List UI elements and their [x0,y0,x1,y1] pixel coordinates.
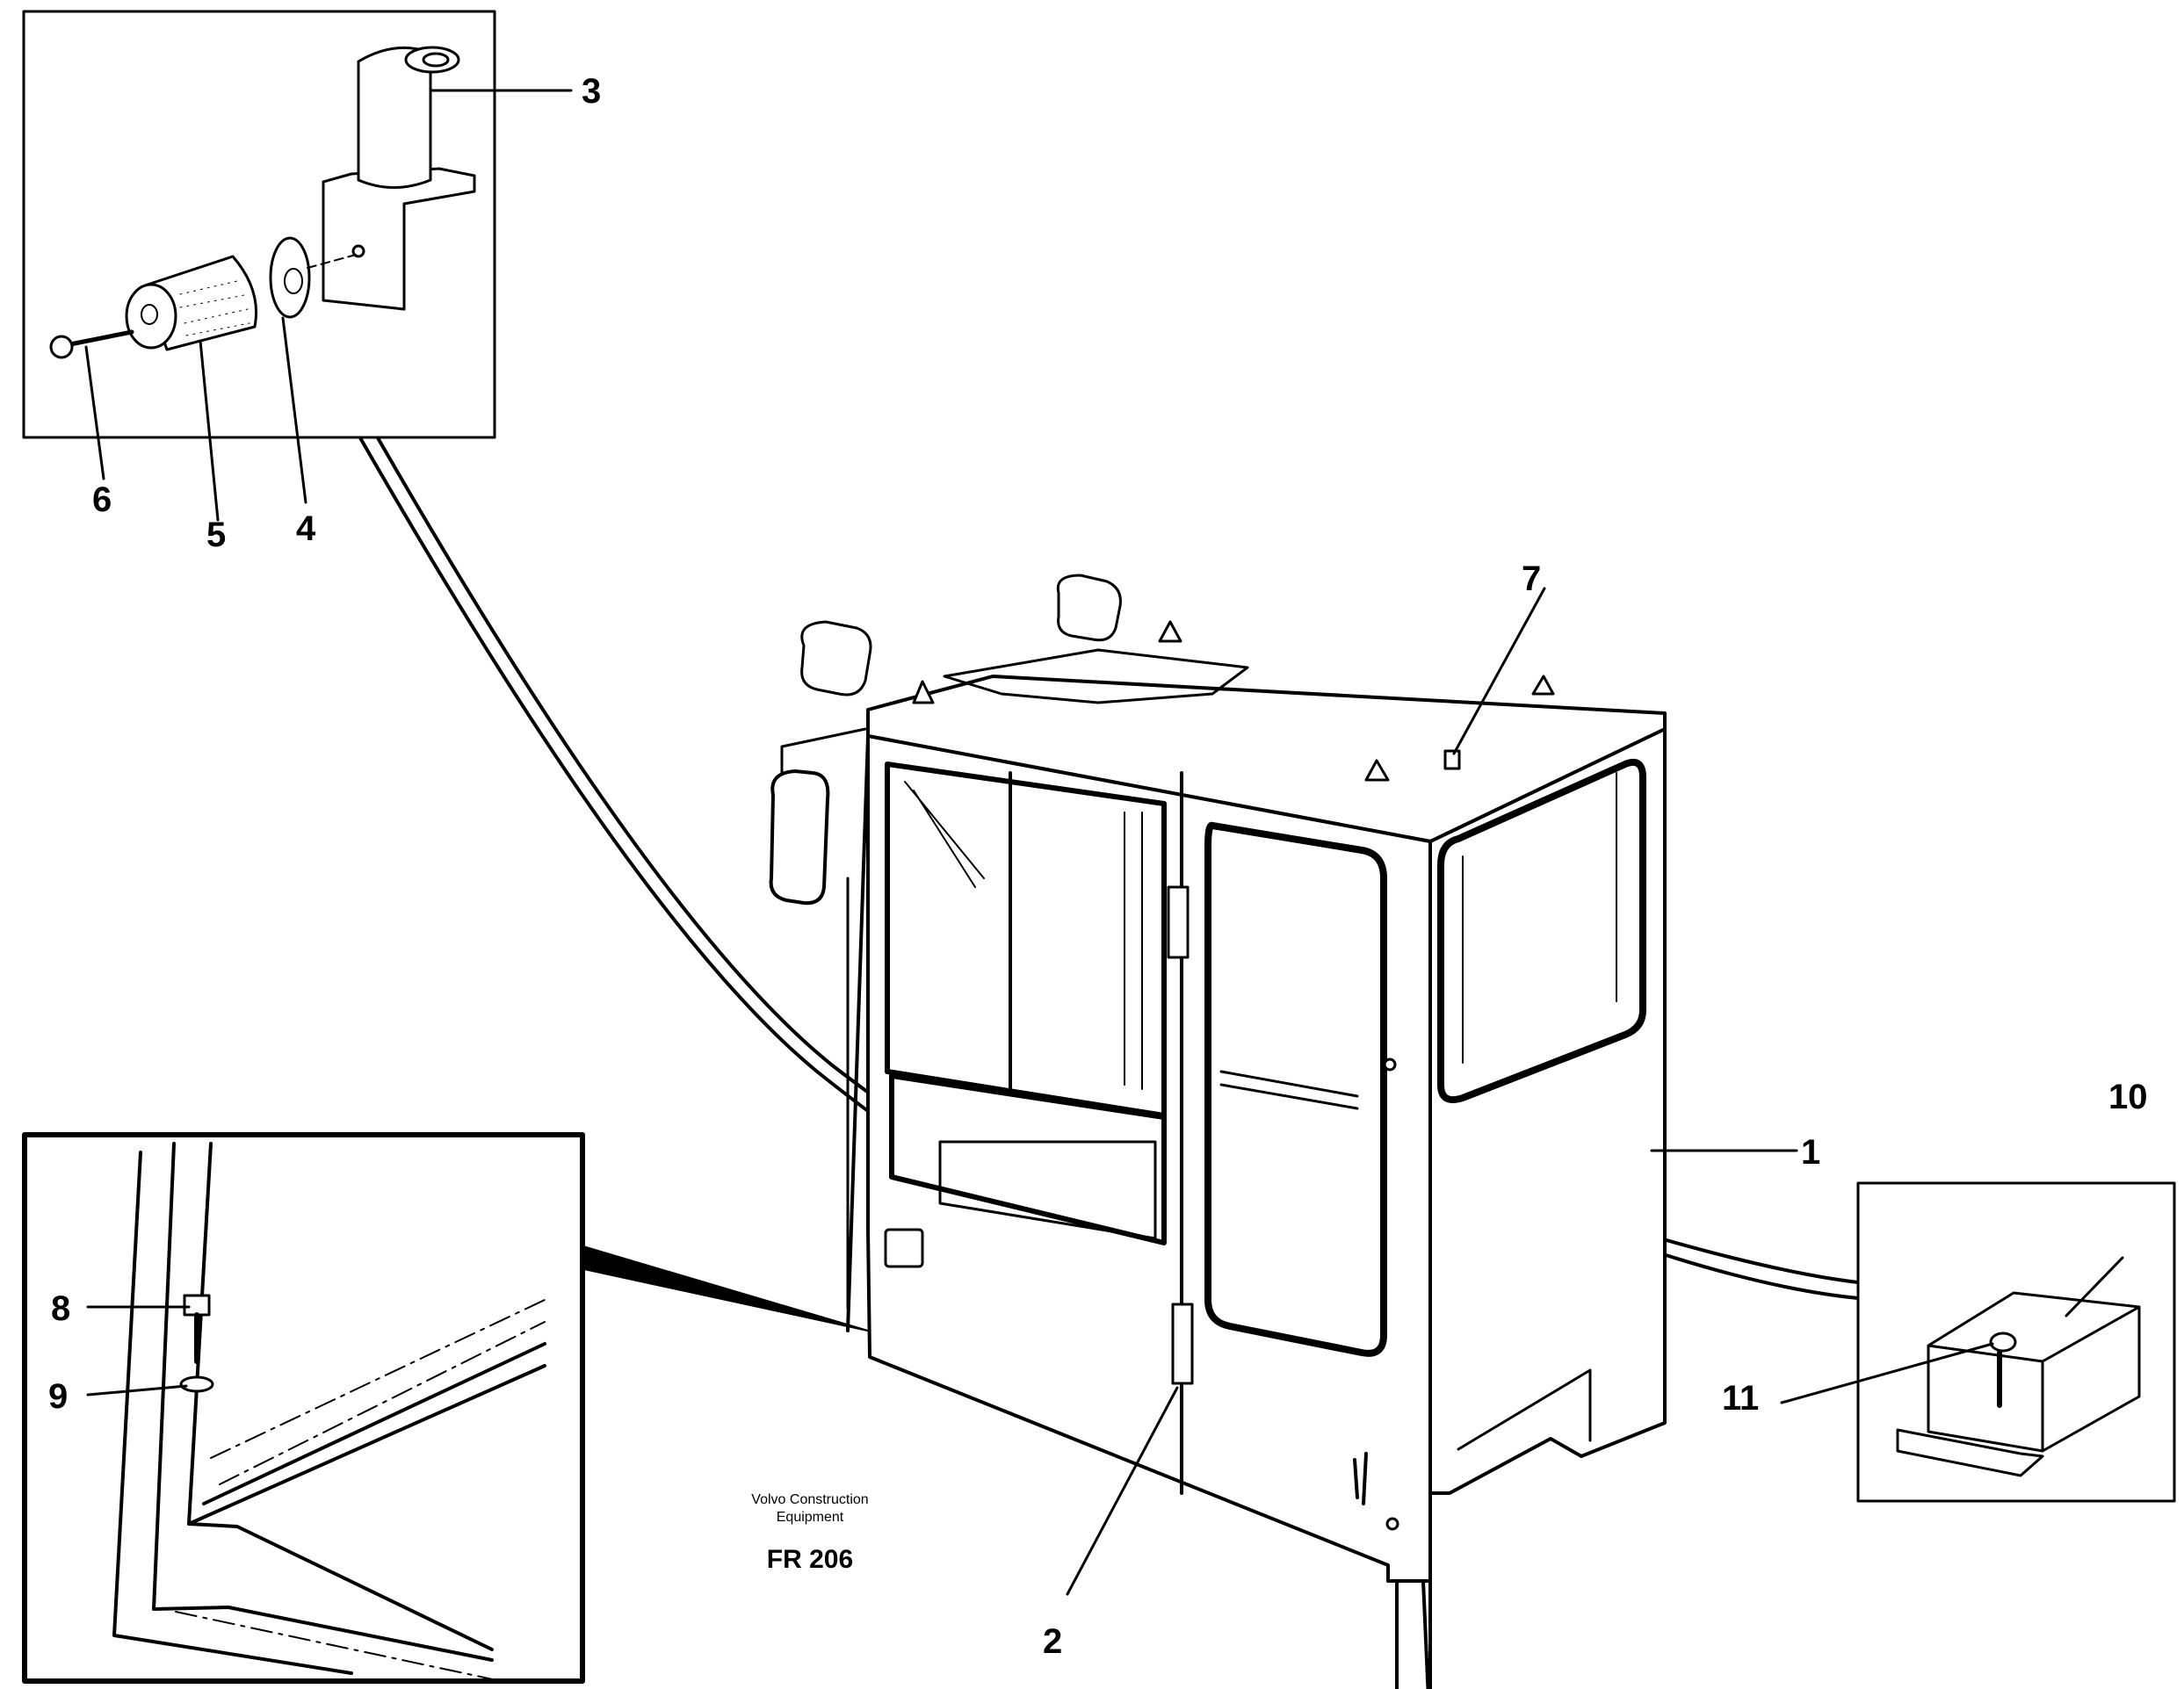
callout-8: 8 [51,1289,70,1328]
inset-unit [1780,1181,2176,1503]
callout-7: 7 [1522,559,1541,598]
callout-9: 9 [48,1377,68,1416]
callout-3: 3 [582,72,601,111]
caption-block: Volvo Construction Equipment FR 206 [751,1492,868,1574]
inset-frame-bolt [22,1132,585,1684]
callout-6: 6 [92,480,112,519]
inset-mirror-mount [22,10,573,522]
caption-line-1: Volvo Construction [751,1492,868,1507]
callout-1: 1 [1801,1133,1820,1172]
callout-4: 4 [296,509,316,548]
drawing-code: FR 206 [767,1545,853,1574]
callout-11: 11 [1722,1379,1759,1418]
cab-body [769,574,1798,1689]
callout-10: 10 [2108,1078,2148,1116]
callout-2: 2 [1043,1622,1062,1661]
callout-5: 5 [206,516,226,554]
caption-line-2: Equipment [777,1510,844,1525]
callout-labels: 1 2 3 4 5 6 7 8 9 10 11 [48,72,2148,1661]
